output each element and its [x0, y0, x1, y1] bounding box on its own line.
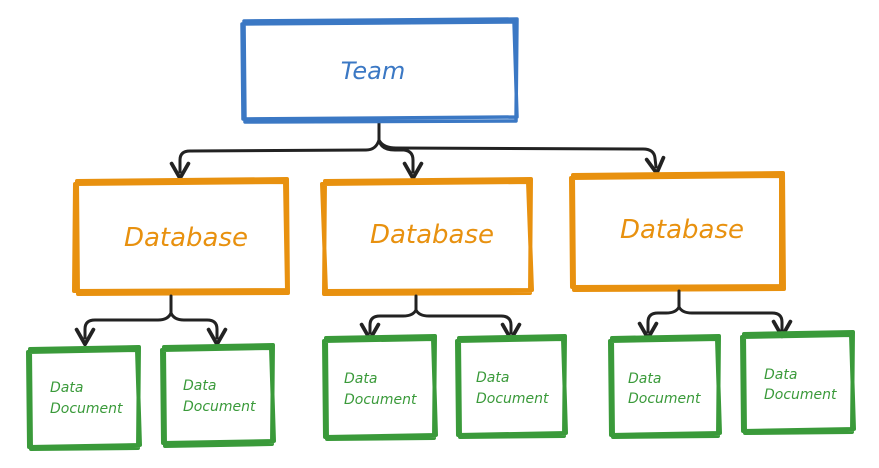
team-label: Team: [341, 57, 406, 85]
document-label-1-2-line1: Data: [183, 378, 216, 394]
database-node-1: Database: [72, 177, 290, 296]
document-label-2-2-line1: Data: [476, 370, 509, 386]
database-label-1: Database: [124, 223, 248, 253]
connector-db1-doc1: [74, 311, 173, 347]
document-label-2-2-line2: Document: [476, 391, 549, 407]
document-node-1-2: Data Document: [160, 343, 276, 448]
team-node: Team: [240, 17, 519, 124]
connector-db2-doc1: [359, 308, 418, 342]
database-box-1: [72, 177, 290, 296]
connector-team-db1: [169, 138, 381, 181]
database-box-2: [320, 177, 534, 296]
connector-db2-doc2: [414, 308, 522, 342]
document-box-1-2: [160, 343, 276, 448]
document-box-2-2: [455, 334, 568, 439]
document-label-3-1-line2: Document: [628, 391, 701, 407]
team-box: [240, 17, 519, 124]
document-label-2-1-line1: Data: [344, 371, 377, 387]
document-label-1-1-line1: Data: [50, 380, 83, 396]
connector-team-db3: [377, 138, 666, 176]
database-connectors: [74, 289, 793, 347]
document-box-3-1: [608, 334, 722, 439]
document-node-1-1: Data Document: [26, 345, 142, 451]
document-label-1-1-line2: Document: [50, 401, 123, 417]
connector-db3-doc2: [677, 305, 793, 339]
connector-db3-doc1: [637, 305, 681, 341]
document-label-2-1-line2: Document: [344, 392, 417, 408]
document-box-1-1: [26, 345, 142, 451]
document-node-2-2: Data Document: [455, 334, 568, 439]
database-node-3: Database: [569, 171, 786, 292]
database-box-3: [569, 171, 786, 292]
document-node-3-2: Data Document: [740, 330, 856, 435]
document-label-3-1-line1: Data: [628, 371, 661, 387]
database-node-2: Database: [320, 177, 534, 296]
connector-db1-doc2: [169, 311, 228, 347]
database-label-3: Database: [620, 215, 744, 245]
team-connectors: [169, 120, 666, 181]
document-box-3-2: [740, 330, 856, 435]
database-label-2: Database: [370, 220, 494, 250]
document-label-3-2-line2: Document: [764, 387, 837, 403]
document-label-3-2-line1: Data: [764, 367, 797, 383]
document-box-2-1: [322, 334, 438, 441]
document-node-2-1: Data Document: [322, 334, 438, 441]
document-label-1-2-line2: Document: [183, 399, 256, 415]
document-node-3-1: Data Document: [608, 334, 722, 439]
